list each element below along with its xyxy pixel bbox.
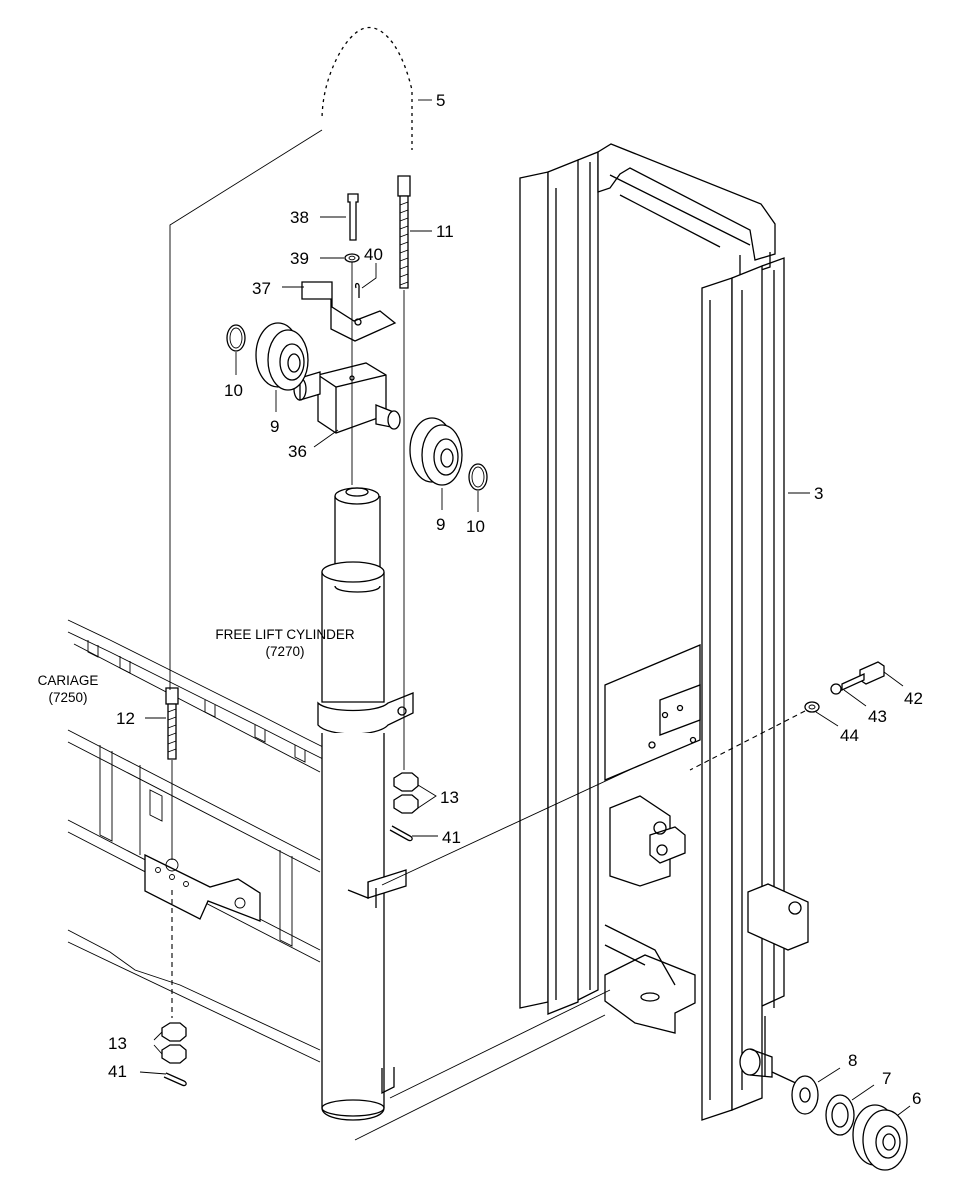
label-part-12: 12 [116,709,135,728]
label-part-6: 6 [912,1089,921,1108]
label-part-40: 40 [364,245,383,264]
leader-lines [139,99,911,1116]
label-part-41-upper: 41 [442,828,461,847]
label-part-9-left: 9 [270,417,279,436]
label-part-9-right: 9 [436,515,445,534]
roller-set [771,1071,908,1171]
caption-free-lift-cylinder: FREE LIFT CYLINDER [215,627,355,642]
label-part-43: 43 [868,707,887,726]
label-part-11: 11 [436,222,454,241]
part-labels: 5 38 11 39 40 37 10 9 36 3 9 10 42 12 43… [108,91,923,1108]
reference-lines [169,129,641,1141]
captions: FREE LIFT CYLINDER (7270) CARIAGE (7250) [38,627,355,705]
caption-carriage-code: (7250) [48,690,87,705]
label-part-10-right: 10 [466,517,485,536]
label-part-36: 36 [288,442,307,461]
label-part-39: 39 [290,249,309,268]
carriage-assembly [67,619,326,1063]
chain-sheave-assembly [226,193,488,491]
label-part-7: 7 [882,1069,891,1088]
label-part-8: 8 [848,1051,857,1070]
label-part-41-lower: 41 [108,1062,127,1081]
carriage-anchor-bolt [161,687,187,1087]
label-part-5: 5 [436,91,445,110]
label-part-13-lower: 13 [108,1034,127,1053]
free-lift-cylinder [317,487,414,1121]
caption-free-lift-cylinder-code: (7270) [265,644,304,659]
lift-chain [320,26,419,842]
label-part-3: 3 [814,484,823,503]
label-part-37: 37 [252,279,271,298]
caption-carriage: CARIAGE [38,673,99,688]
mast-assembly [519,143,809,1121]
label-part-42: 42 [904,689,923,708]
label-part-38: 38 [290,208,309,227]
label-part-10-left: 10 [224,381,243,400]
bolt-washer-set [689,661,885,771]
label-part-13-upper: 13 [440,788,459,807]
label-part-44: 44 [840,726,859,745]
